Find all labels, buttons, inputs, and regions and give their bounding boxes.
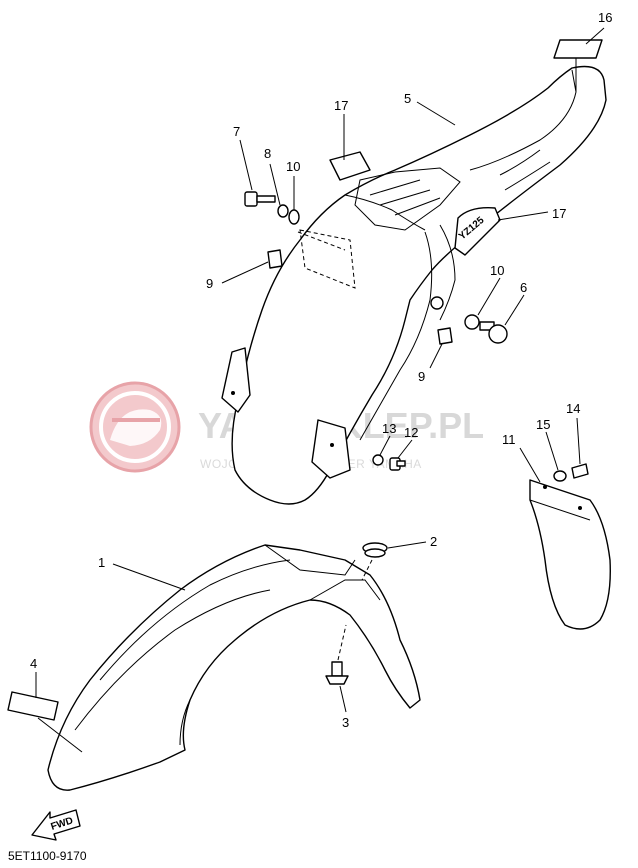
front-fender bbox=[47, 544, 421, 791]
callout-7: 7 bbox=[233, 124, 240, 139]
callout-17-right: 17 bbox=[552, 206, 566, 221]
leader-lines bbox=[35, 27, 605, 753]
decal-17 bbox=[329, 151, 371, 181]
bolt-6 bbox=[479, 321, 508, 344]
washer-8 bbox=[277, 204, 289, 218]
callout-4: 4 bbox=[30, 656, 37, 671]
collar-13 bbox=[372, 454, 384, 466]
mud-flap-11 bbox=[529, 479, 611, 630]
fwd-arrow-icon: FWD bbox=[31, 809, 81, 841]
nut-9-left bbox=[267, 249, 283, 269]
callout-8: 8 bbox=[264, 146, 271, 161]
callouts: 16 5 17 17 7 8 10 9 10 6 9 13 12 11 15 1… bbox=[30, 10, 612, 730]
callout-17-top: 17 bbox=[334, 98, 348, 113]
collar-10-right bbox=[464, 314, 480, 330]
collar-10-left bbox=[288, 209, 300, 225]
washer-15 bbox=[553, 470, 567, 482]
callout-9-right: 9 bbox=[418, 369, 425, 384]
callout-10-left: 10 bbox=[286, 159, 300, 174]
callout-6: 6 bbox=[520, 280, 527, 295]
callout-1: 1 bbox=[98, 555, 105, 570]
diagram-code: 5ET1100-9170 bbox=[8, 849, 87, 863]
callout-13: 13 bbox=[382, 421, 396, 436]
screw-12 bbox=[389, 457, 406, 471]
callout-15: 15 bbox=[536, 417, 550, 432]
nut-9-right bbox=[437, 327, 453, 345]
callout-16: 16 bbox=[598, 10, 612, 25]
bolt-3 bbox=[325, 661, 349, 685]
mounting-area-outline bbox=[299, 229, 356, 289]
grommet-2 bbox=[362, 542, 388, 558]
callout-5: 5 bbox=[404, 91, 411, 106]
callout-12: 12 bbox=[404, 425, 418, 440]
callout-10-right: 10 bbox=[490, 263, 504, 278]
bolt-7 bbox=[244, 191, 276, 207]
rear-fender: YZ125 bbox=[221, 65, 607, 505]
screw-14 bbox=[571, 463, 589, 479]
callout-9-left: 9 bbox=[206, 276, 213, 291]
watermark-logo-icon bbox=[89, 381, 181, 473]
callout-11: 11 bbox=[502, 432, 516, 447]
decal-4 bbox=[7, 691, 59, 721]
callout-14: 14 bbox=[566, 401, 580, 416]
decal-16 bbox=[553, 39, 603, 59]
callout-2: 2 bbox=[430, 534, 437, 549]
callout-3: 3 bbox=[342, 715, 349, 730]
